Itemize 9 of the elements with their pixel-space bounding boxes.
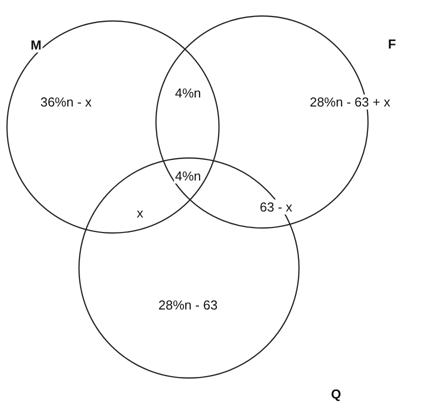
region-label: 28%n - 63 + x xyxy=(308,94,392,110)
set-label: M xyxy=(30,38,42,52)
set-label: Q xyxy=(330,386,342,402)
region-label: 4%n xyxy=(174,86,202,100)
region-label: 28%n - 63 xyxy=(157,298,219,312)
region-label: 36%n - x xyxy=(39,94,93,110)
set-label: F xyxy=(387,36,397,52)
region-label: 63 - x xyxy=(258,200,294,214)
region-label: 4%n xyxy=(174,168,202,184)
